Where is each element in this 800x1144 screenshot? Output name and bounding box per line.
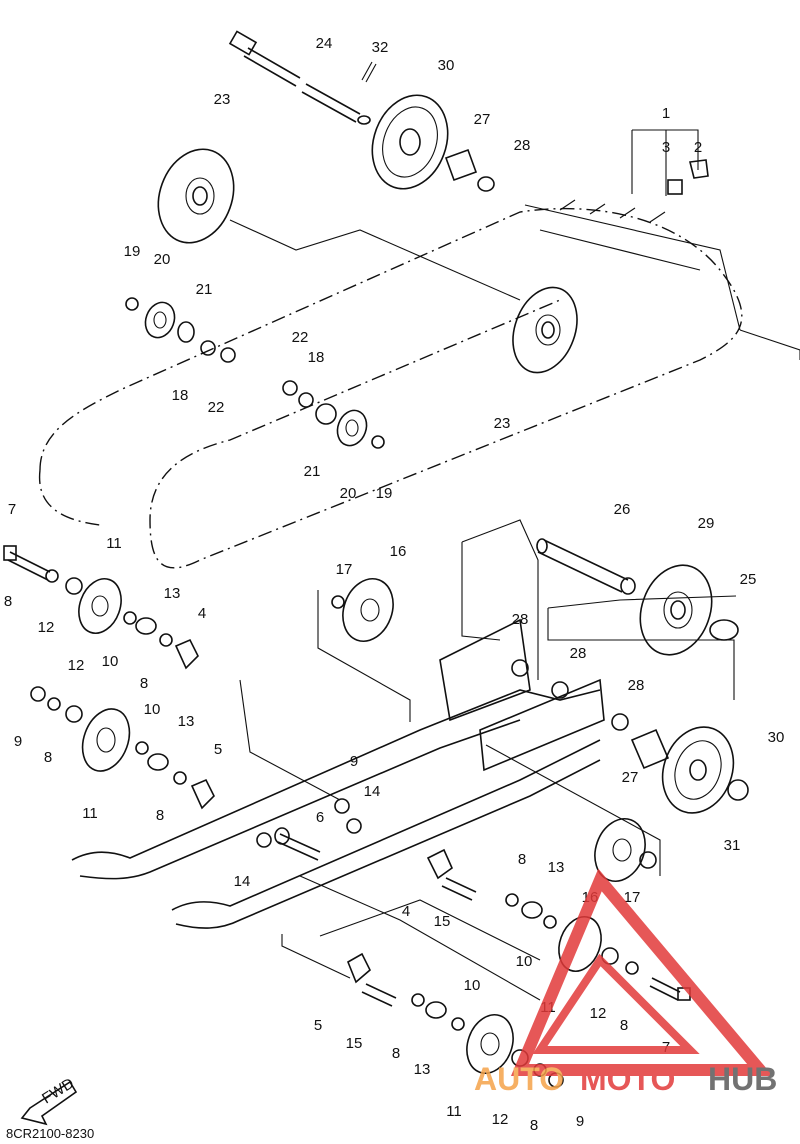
callout-31: 31 <box>724 837 741 854</box>
callout-6: 6 <box>316 809 324 826</box>
watermark: AUTO MOTO HUB <box>474 868 777 1097</box>
callout-4: 4 <box>198 605 206 622</box>
callout-13: 13 <box>414 1061 431 1078</box>
callout-21: 21 <box>304 463 321 480</box>
callout-28: 28 <box>570 645 587 662</box>
callout-24: 24 <box>316 35 333 52</box>
callout-15: 15 <box>346 1035 363 1052</box>
callout-1: 1 <box>662 105 670 122</box>
callout-19: 19 <box>124 243 141 260</box>
callout-28: 28 <box>512 611 529 628</box>
callout-17: 17 <box>624 889 641 906</box>
callout-12: 12 <box>38 619 55 636</box>
callout-12: 12 <box>68 657 85 674</box>
callout-14: 14 <box>364 783 381 800</box>
callout-11: 11 <box>446 1103 462 1120</box>
callout-25: 25 <box>740 571 757 588</box>
callout-14: 14 <box>234 873 251 890</box>
callout-10: 10 <box>464 977 481 994</box>
callout-3: 3 <box>662 139 670 156</box>
callout-30: 30 <box>768 729 785 746</box>
callout-15: 15 <box>434 913 451 930</box>
callout-32: 32 <box>372 39 389 56</box>
callout-13: 13 <box>178 713 195 730</box>
watermark-text-moto: MOTO <box>580 1061 675 1097</box>
callout-28: 28 <box>628 677 645 694</box>
line-art: FWD <box>3 30 800 1126</box>
callout-16: 16 <box>390 543 407 560</box>
callout-8: 8 <box>44 749 52 766</box>
callout-27: 27 <box>622 769 639 786</box>
callout-2: 2 <box>694 139 702 156</box>
watermark-text-hub: HUB <box>708 1061 777 1097</box>
callout-13: 13 <box>164 585 181 602</box>
callout-23: 23 <box>494 415 511 432</box>
callout-20: 20 <box>340 485 357 502</box>
callout-8: 8 <box>518 851 526 868</box>
callout-8: 8 <box>530 1117 538 1134</box>
callout-4: 4 <box>402 903 410 920</box>
callout-18: 18 <box>308 349 325 366</box>
callout-8: 8 <box>620 1017 628 1034</box>
callout-10: 10 <box>516 953 533 970</box>
watermark-text-auto: AUTO <box>474 1061 564 1097</box>
callout-21: 21 <box>196 281 213 298</box>
callout-5: 5 <box>314 1017 322 1034</box>
callout-11: 11 <box>82 805 98 822</box>
callout-23: 23 <box>214 91 231 108</box>
callout-17: 17 <box>336 561 353 578</box>
callout-12: 12 <box>590 1005 607 1022</box>
reference-code: 8CR2100-8230 <box>6 1126 95 1141</box>
callout-18: 18 <box>172 387 189 404</box>
callout-8: 8 <box>140 675 148 692</box>
callout-19: 19 <box>376 485 393 502</box>
callout-27: 27 <box>474 111 491 128</box>
watermark-triangle-icon <box>510 868 773 1076</box>
callout-22: 22 <box>292 329 309 346</box>
callout-26: 26 <box>614 501 631 518</box>
callout-12: 12 <box>492 1111 509 1128</box>
callout-20: 20 <box>154 251 171 268</box>
callout-29: 29 <box>698 515 715 532</box>
callout-9: 9 <box>576 1113 584 1130</box>
callout-10: 10 <box>144 701 161 718</box>
callout-10: 10 <box>102 653 119 670</box>
callout-28: 28 <box>514 137 531 154</box>
callout-8: 8 <box>4 593 12 610</box>
callout-22: 22 <box>208 399 225 416</box>
callout-9: 9 <box>14 733 22 750</box>
callout-30: 30 <box>438 57 455 74</box>
callout-8: 8 <box>392 1045 400 1062</box>
callout-9: 9 <box>350 753 358 770</box>
callout-7: 7 <box>8 501 16 518</box>
callout-5: 5 <box>214 741 222 758</box>
callout-13: 13 <box>548 859 565 876</box>
callout-11: 11 <box>106 535 122 552</box>
callout-8: 8 <box>156 807 164 824</box>
fwd-label: FWD <box>39 1075 77 1108</box>
